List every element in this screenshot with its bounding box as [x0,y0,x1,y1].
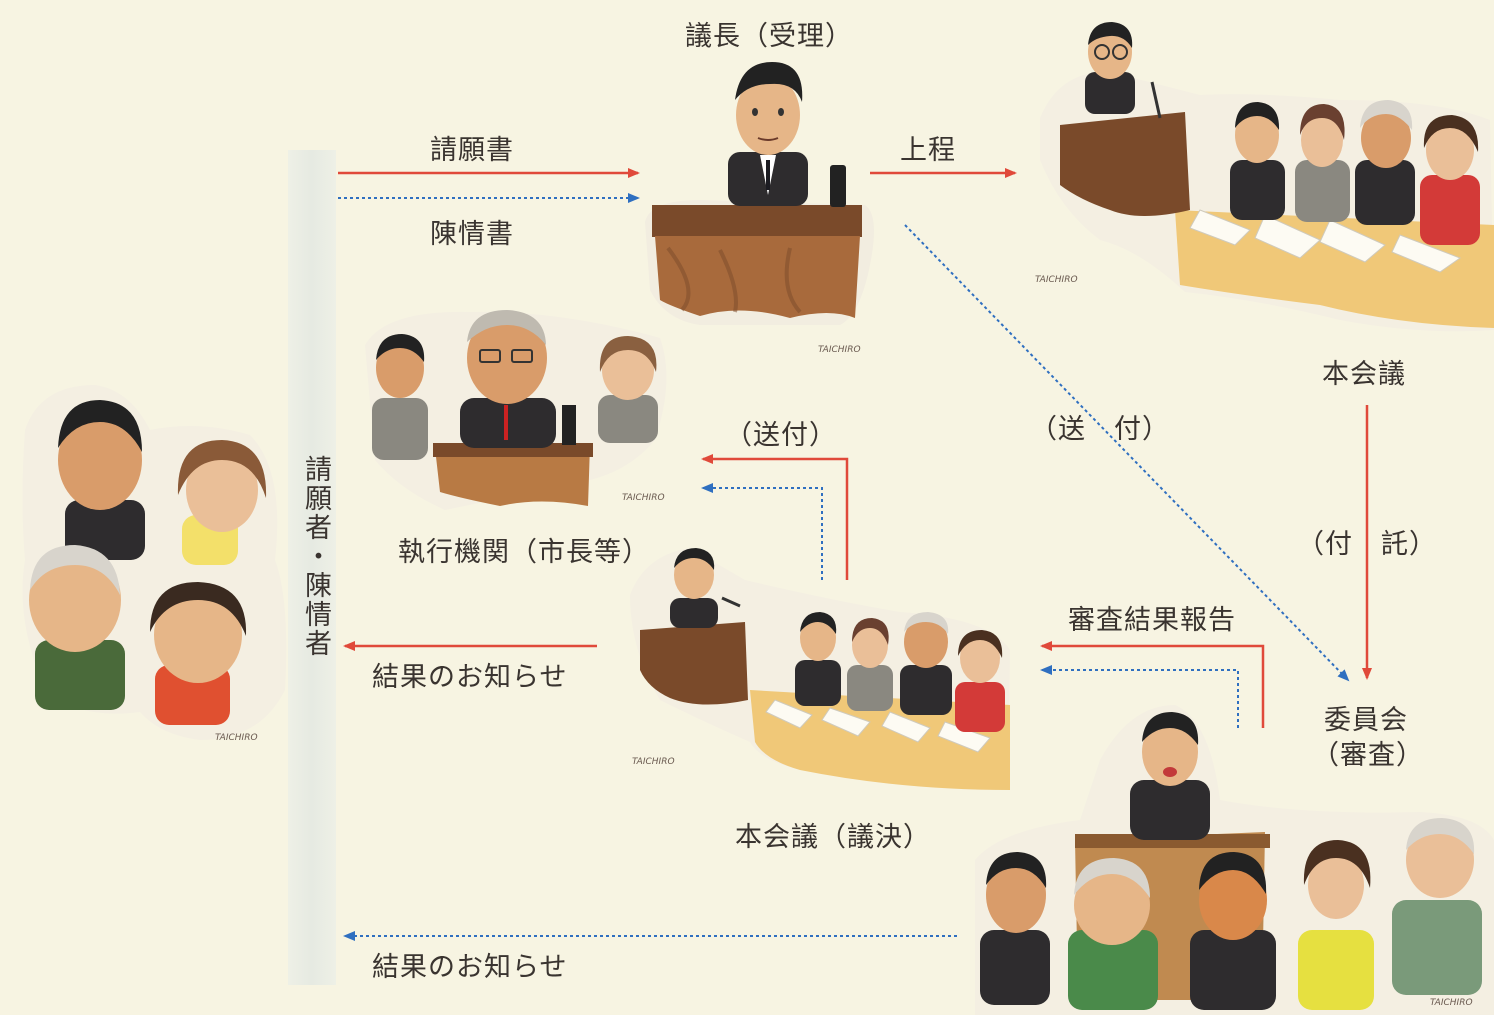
plenary-label: 本会議 [1322,359,1406,390]
review-report-dotted-arrow [1040,665,1239,728]
svg-text:TAICHIRO: TAICHIRO [622,493,665,503]
svg-text:TAICHIRO: TAICHIRO [1035,275,1078,285]
send-diagonal-arrow [904,224,1350,682]
send-left-label: （送付） [725,420,837,451]
review-report-arrow [1040,641,1265,728]
statement-label: 陳情書 [430,219,514,250]
notify-label-1: 結果のお知らせ [372,662,568,693]
send-executive-dotted-arrow [701,483,823,580]
committee-review-label: （審査） [1312,740,1424,771]
plenary-illustration: TAICHIRO [1035,22,1494,332]
executive-illustration: TAICHIRO [365,310,667,510]
notify-label-2: 結果のお知らせ [372,952,568,983]
send-right-label: （送 付） [1030,414,1170,445]
review-report-label: 審査結果報告 [1068,605,1236,636]
send-executive-arrow [701,454,849,580]
submit-label: 上程 [900,135,956,166]
refer-label: （付 託） [1297,529,1437,560]
committee-label: 委員会 [1324,705,1408,736]
svg-text:TAICHIRO: TAICHIRO [632,757,675,767]
plenary-vote-label: 本会議（議決） [735,822,931,853]
svg-text:TAICHIRO: TAICHIRO [818,345,861,355]
svg-text:TAICHIRO: TAICHIRO [1430,998,1473,1008]
executive-label: 執行機関（市長等） [398,537,650,568]
petitioners-illustration: TAICHIRO [22,385,287,743]
committee-illustration: TAICHIRO [975,705,1494,1015]
plenary-vote-illustration: TAICHIRO [630,548,1010,790]
svg-text:TAICHIRO: TAICHIRO [215,733,258,743]
petitioner-band [288,150,336,985]
chair-illustration: TAICHIRO [645,62,874,355]
chair-label: 議長（受理） [685,21,853,52]
petitioners-label: 請願者・陳情者 [300,455,331,658]
petition-label: 請願書 [430,135,514,166]
